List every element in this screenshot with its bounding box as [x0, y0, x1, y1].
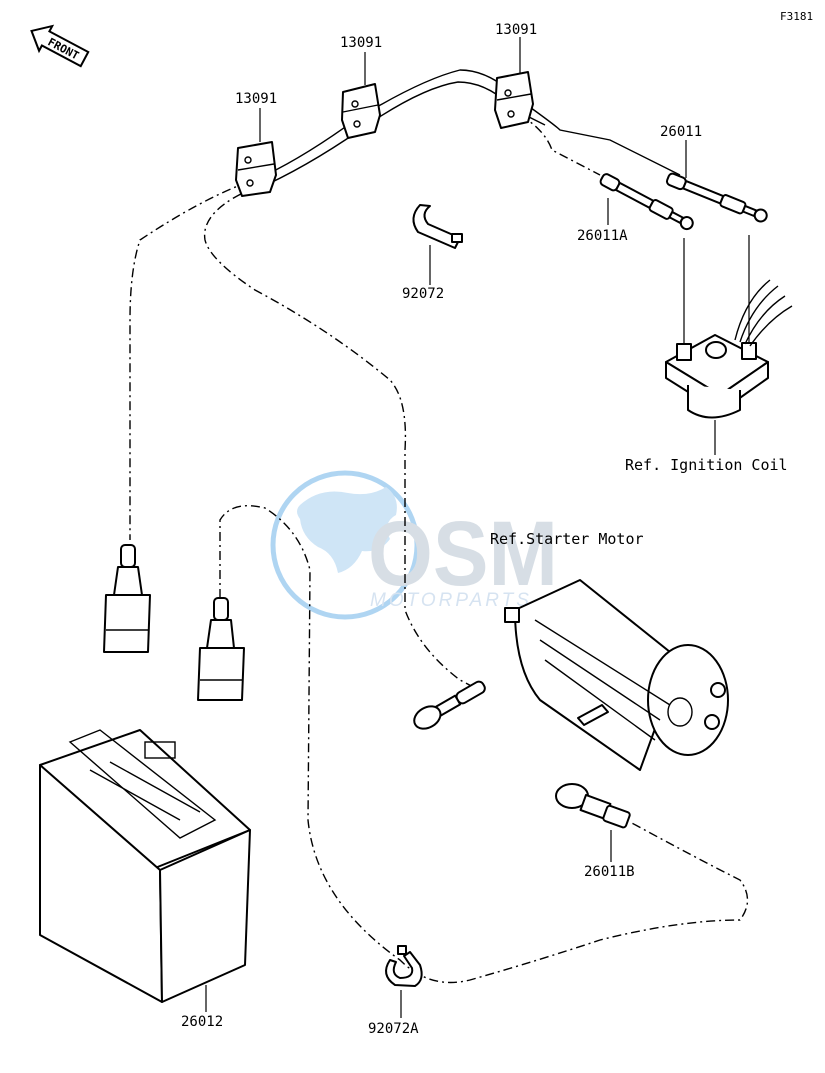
connector-battery-negative[interactable] [197, 597, 245, 701]
leader-lines [205, 37, 687, 1018]
label-ref-starter-motor: Ref.Starter Motor [490, 530, 644, 548]
watermark-globe-icon [270, 470, 420, 620]
band-92072[interactable] [412, 204, 463, 249]
clamp-13091-c[interactable] [494, 71, 534, 129]
cable-26011[interactable] [665, 172, 769, 223]
clamp-13091-b[interactable] [341, 83, 381, 139]
label-clamp-13091-a: 13091 [235, 91, 277, 107]
label-band-92072a: 92072A [368, 1021, 419, 1037]
label-cable-26011: 26011 [660, 124, 702, 140]
front-direction-arrow: FRONT [30, 24, 90, 68]
battery-cable-left [129, 181, 249, 540]
starter-motor[interactable] [504, 579, 729, 771]
watermark-sub: MOTORPARTS [370, 590, 532, 611]
starter-cable-terminal[interactable] [410, 676, 488, 733]
clamp-13091-a[interactable] [235, 141, 277, 197]
watermark: OSM MOTORPARTS [270, 470, 558, 620]
label-band-92072: 92072 [402, 286, 444, 302]
cable-26011b[interactable] [555, 783, 631, 829]
starter-cable [203, 185, 476, 689]
ground-cable [219, 505, 749, 984]
cable-26011a-route [519, 114, 601, 176]
label-clamp-13091-b: 13091 [340, 35, 382, 51]
label-cable-26011a: 26011A [577, 228, 628, 244]
cable-26011a[interactable] [599, 173, 695, 231]
front-arrow-icon [30, 24, 90, 68]
label-clamp-13091-c: 13091 [495, 22, 537, 38]
band-92072a[interactable] [385, 945, 423, 987]
watermark-brand: OSM [368, 503, 558, 605]
cable-routes [129, 69, 750, 984]
part-labels: 13091 13091 13091 26011 26011A 92072 260… [181, 22, 788, 1037]
watermark-continents-icon [297, 487, 397, 573]
figure-id: F3181 [780, 10, 813, 23]
label-cable-26011b: 26011B [584, 864, 635, 880]
label-battery-26012: 26012 [181, 1014, 223, 1030]
connector-battery-positive[interactable] [103, 544, 151, 653]
battery-26012[interactable] [39, 729, 251, 1003]
ignition-coil[interactable] [665, 279, 793, 455]
label-ref-ignition-coil: Ref. Ignition Coil [625, 456, 788, 474]
